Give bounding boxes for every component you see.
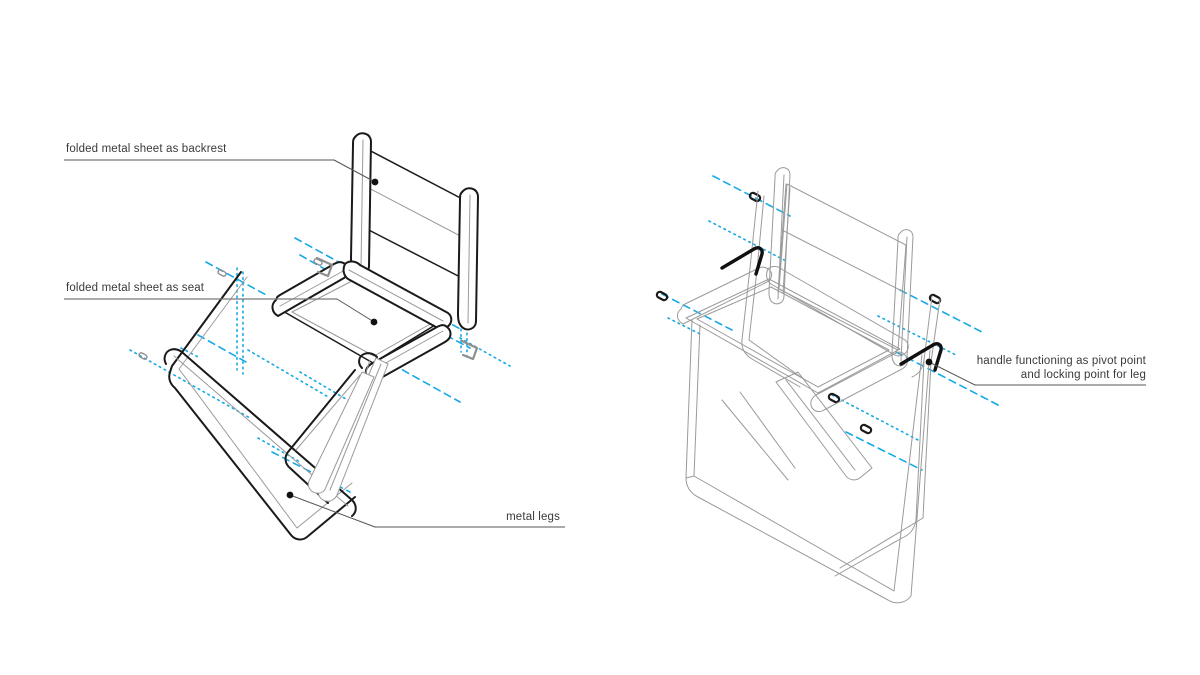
cross-strut-assembled (721, 371, 873, 481)
callout-leader-handle (925, 358, 1146, 386)
handle-exploded-left (315, 256, 334, 278)
leader-dot-backrest (371, 178, 379, 186)
leg-frame-assembled-front (685, 319, 931, 604)
callout-leader-seat (64, 298, 378, 326)
leader-dot-legs (286, 491, 294, 499)
leader-dot-handle (925, 358, 933, 366)
leader-dot-seat (370, 318, 378, 326)
assembled-view (655, 167, 1146, 604)
exploded-view (64, 132, 565, 541)
handle-left-assembled[interactable] (720, 246, 764, 276)
leg-frame-assembled-rear (741, 183, 941, 577)
cross-strut-exploded (307, 357, 389, 502)
handle-right-assembled[interactable] (899, 342, 943, 372)
assembly-axis-lines-assembled (655, 175, 1001, 471)
pivot-pin-marker (655, 191, 942, 435)
backrest-panel (350, 132, 479, 331)
handle-exploded-right (460, 339, 479, 361)
callout-leader-legs (286, 491, 565, 528)
leg-frame-front (168, 271, 356, 541)
callout-leader-backrest (64, 159, 379, 186)
